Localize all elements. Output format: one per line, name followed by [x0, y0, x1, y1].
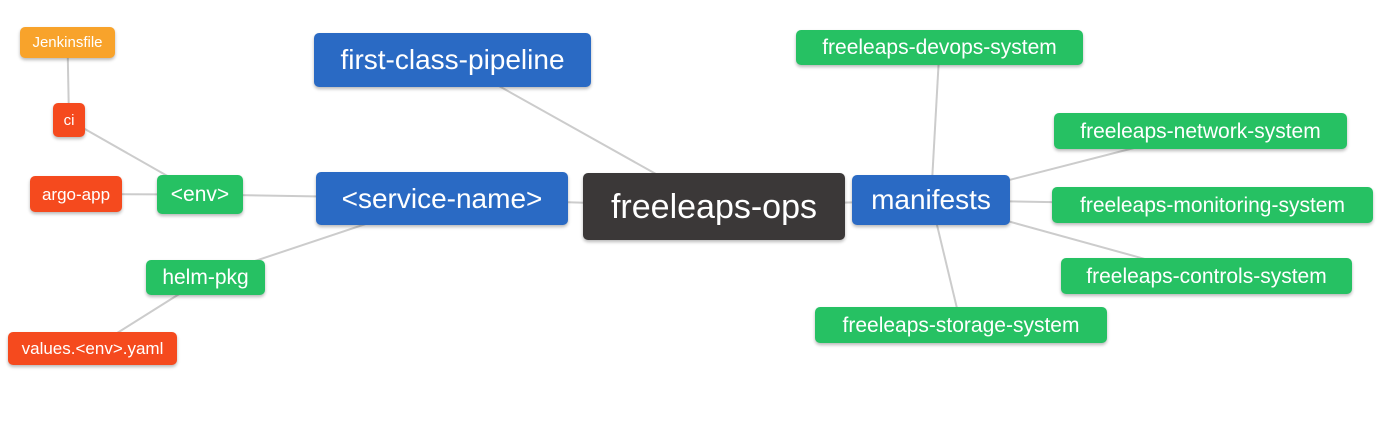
- node-manifests[interactable]: manifests: [852, 175, 1010, 225]
- node-ci[interactable]: ci: [53, 103, 85, 137]
- node-freeleaps-storage-system[interactable]: freeleaps-storage-system: [815, 307, 1107, 343]
- node-argo-app[interactable]: argo-app: [30, 176, 122, 212]
- node-values-env-yaml[interactable]: values.<env>.yaml: [8, 332, 177, 365]
- node-service-name[interactable]: <service-name>: [316, 172, 568, 225]
- node-freeleaps-network-system[interactable]: freeleaps-network-system: [1054, 113, 1347, 149]
- edge-manifests-devops_system: [930, 47, 941, 201]
- node-env[interactable]: <env>: [157, 175, 243, 214]
- node-freeleaps-devops-system[interactable]: freeleaps-devops-system: [796, 30, 1083, 65]
- node-freeleaps-ops-root[interactable]: freeleaps-ops: [583, 173, 845, 240]
- node-freeleaps-monitoring-system[interactable]: freeleaps-monitoring-system: [1052, 187, 1373, 223]
- node-helm-pkg[interactable]: helm-pkg: [146, 260, 265, 295]
- node-jenkinsfile[interactable]: Jenkinsfile: [20, 27, 115, 58]
- node-first-class-pipeline[interactable]: first-class-pipeline: [314, 33, 591, 87]
- node-freeleaps-controls-system[interactable]: freeleaps-controls-system: [1061, 258, 1352, 294]
